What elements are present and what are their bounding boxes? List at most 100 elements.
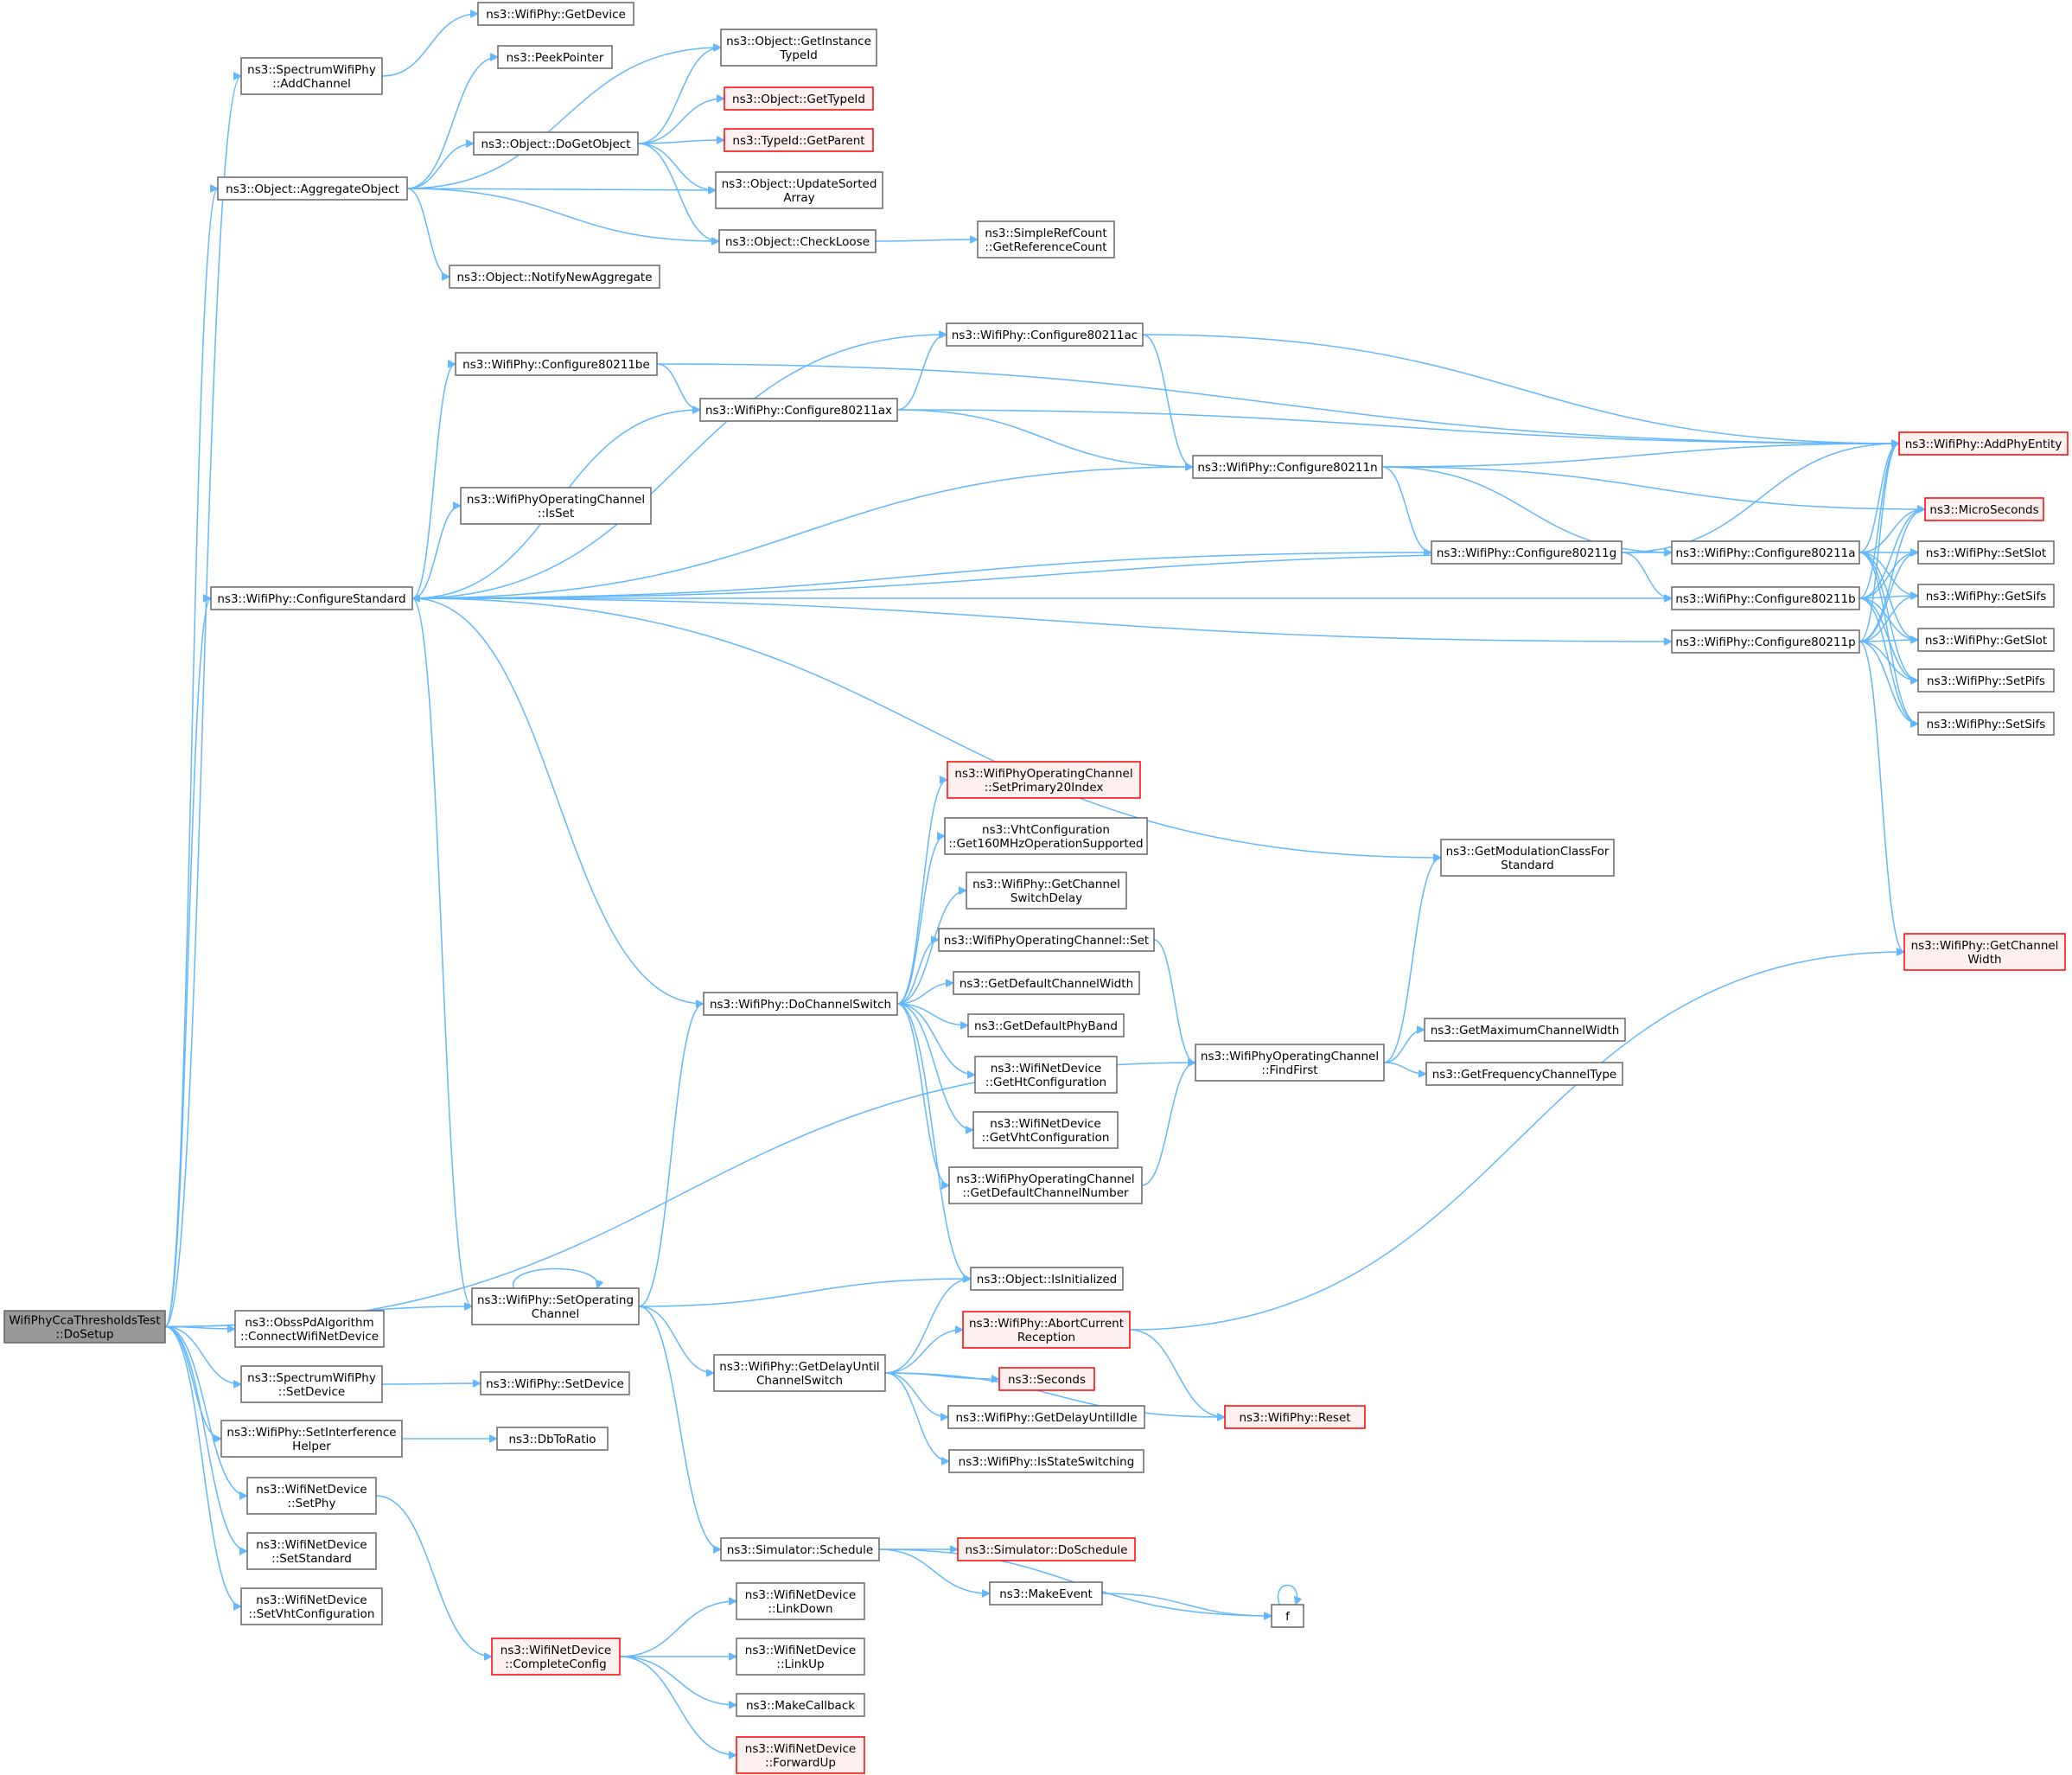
graph-node[interactable]: ns3::WifiNetDevice::GetHtConfiguration	[974, 1056, 1118, 1094]
graph-node[interactable]: ns3::WifiPhyOperatingChannel::GetDefault…	[948, 1166, 1143, 1204]
graph-node[interactable]: ns3::WifiPhy::GetDevice	[477, 2, 634, 26]
graph-node[interactable]: ns3::WifiNetDevice::CompleteConfig	[491, 1638, 621, 1676]
edge-n3-n10	[406, 188, 719, 241]
node-box	[1917, 540, 2055, 565]
graph-node[interactable]: ns3::WifiPhy::Configure80211p	[1671, 629, 1860, 654]
edge-n23-n28	[1858, 597, 1919, 680]
edge-n62-n63	[1101, 1593, 1272, 1616]
node-box	[948, 1449, 1144, 1473]
graph-node[interactable]: ns3::WifiPhy::AddPhyEntity	[1898, 431, 2069, 456]
graph-node[interactable]: ns3::WifiPhyOperatingChannel::FindFirst	[1195, 1044, 1385, 1082]
graph-node[interactable]: ns3::WifiPhy::Configure80211b	[1671, 586, 1860, 610]
node-label: ns3::PeekPointer	[507, 51, 604, 65]
graph-node[interactable]: ns3::WifiPhy::IsStateSwitching	[948, 1449, 1144, 1473]
graph-node[interactable]: ns3::Simulator::Schedule	[720, 1537, 880, 1561]
node-box	[1425, 1062, 1623, 1086]
graph-node[interactable]: ns3::Object::AggregateObject	[217, 176, 408, 201]
graph-node[interactable]: ns3::GetDefaultPhyBand	[967, 1013, 1125, 1038]
node-box	[240, 57, 383, 95]
graph-node[interactable]: ns3::Simulator::DoSchedule	[957, 1537, 1136, 1561]
node-label: ns3::WifiPhy::IsStateSwitching	[959, 1455, 1135, 1469]
graph-node[interactable]: ns3::WifiNetDevice::SetPhy	[246, 1477, 377, 1515]
graph-node[interactable]: ns3::WifiPhy::Configure80211ax	[699, 398, 898, 422]
graph-node[interactable]: ns3::WifiPhy::GetSifs	[1917, 584, 2055, 608]
graph-node[interactable]: ns3::WifiPhy::SetDevice	[480, 1371, 630, 1395]
graph-node[interactable]: ns3::WifiPhy::Configure80211be	[455, 352, 658, 376]
graph-node[interactable]: ns3::WifiPhy::Configure80211ac	[946, 322, 1144, 347]
graph-node[interactable]: ns3::WifiPhyOperatingChannel::Set	[938, 928, 1155, 952]
edge-n22-n20	[1858, 509, 1925, 553]
node-label: ns3::Object::DoGetObject	[481, 137, 630, 151]
graph-node[interactable]: ns3::WifiPhyOperatingChannel::IsSet	[460, 487, 652, 525]
graph-node[interactable]: ns3::GetDefaultChannelWidth	[953, 971, 1140, 995]
graph-node[interactable]: ns3::WifiPhy::SetSlot	[1917, 540, 2055, 565]
graph-node[interactable]: ns3::Object::GetTypeId	[724, 86, 874, 111]
graph-node[interactable]: ns3::MicroSeconds	[1924, 497, 2044, 521]
node-label: ns3::MakeCallback	[746, 1699, 855, 1713]
graph-node[interactable]: ns3::DbToRatio	[496, 1427, 609, 1451]
edge-n3-n9	[406, 188, 716, 190]
graph-node[interactable]: ns3::Object::IsInitialized	[970, 1267, 1124, 1291]
node-label: ns3::WifiPhy::GetChannel	[972, 878, 1120, 891]
node-label: ChannelSwitch	[756, 1374, 843, 1388]
node-label: ns3::WifiPhyOperatingChannel	[954, 767, 1132, 781]
node-box	[713, 1354, 886, 1392]
graph-node[interactable]: ns3::Seconds	[998, 1367, 1095, 1391]
node-box	[972, 1111, 1119, 1149]
graph-node[interactable]: ns3::WifiNetDevice::LinkUp	[736, 1638, 865, 1676]
graph-node[interactable]: ns3::WifiNetDevice::LinkDown	[736, 1582, 865, 1620]
graph-node[interactable]: ns3::WifiNetDevice::SetStandard	[246, 1532, 377, 1570]
node-label: ns3::Simulator::Schedule	[727, 1543, 873, 1557]
graph-node[interactable]: f	[1271, 1604, 1304, 1628]
node-box	[491, 1638, 621, 1676]
graph-node[interactable]: ns3::WifiPhy::Configure80211g	[1431, 540, 1623, 565]
graph-node[interactable]: ns3::WifiPhy::ConfigureStandard	[210, 586, 413, 610]
graph-node[interactable]: ns3::WifiPhy::GetDelayUntilIdle	[947, 1405, 1145, 1429]
graph-node[interactable]: ns3::WifiPhyOperatingChannel::SetPrimary…	[947, 761, 1141, 799]
graph-node[interactable]: ns3::Object::DoGetObject	[473, 131, 639, 156]
graph-node[interactable]: ns3::GetMaximumChannelWidth	[1424, 1018, 1626, 1042]
node-box	[217, 176, 408, 201]
node-box	[234, 1310, 385, 1348]
node-box	[970, 1267, 1124, 1291]
edge-n13-n16	[411, 467, 1193, 599]
graph-node[interactable]: ns3::ObssPdAlgorithm::ConnectWifiNetDevi…	[234, 1310, 385, 1348]
graph-node[interactable]: ns3::WifiPhy::GetSlot	[1917, 628, 2055, 652]
graph-node[interactable]: ns3::WifiPhy::Configure80211a	[1671, 540, 1860, 565]
node-box	[1898, 431, 2069, 456]
graph-node[interactable]: ns3::MakeCallback	[736, 1693, 865, 1717]
graph-node[interactable]: ns3::Object::NotifyNewAggregate	[449, 265, 660, 289]
graph-node[interactable]: ns3::WifiNetDevice::GetVhtConfiguration	[972, 1111, 1119, 1149]
graph-node[interactable]: ns3::GetFrequencyChannelType	[1425, 1062, 1623, 1086]
graph-node[interactable]: ns3::WifiPhy::DoChannelSwitch	[703, 992, 898, 1016]
graph-node[interactable]: ns3::VhtConfiguration::Get160MHzOperatio…	[944, 817, 1148, 855]
edge-root-n3	[164, 188, 219, 1328]
graph-node[interactable]: ns3::WifiPhy::Configure80211n	[1192, 455, 1383, 479]
graph-node[interactable]: ns3::TypeId::GetParent	[724, 128, 874, 152]
graph-node[interactable]: ns3::WifiPhy::Reset	[1224, 1405, 1366, 1429]
graph-node[interactable]: ns3::WifiPhy::SetSifs	[1917, 712, 2055, 736]
graph-node[interactable]: ns3::SpectrumWifiPhy::AddChannel	[240, 57, 383, 95]
graph-node[interactable]: ns3::WifiPhy::SetPifs	[1917, 668, 2055, 693]
graph-node[interactable]: ns3::SpectrumWifiPhy::SetDevice	[240, 1365, 383, 1403]
node-label: Array	[783, 191, 814, 205]
graph-node[interactable]: ns3::WifiNetDevice::ForwardUp	[736, 1736, 865, 1774]
graph-node[interactable]: ns3::WifiNetDevice::SetVhtConfiguration	[240, 1587, 383, 1625]
node-label: ns3::WifiPhy::GetSlot	[1925, 634, 2047, 648]
edge-n36-n35	[896, 940, 940, 1005]
graph-node[interactable]: ns3::PeekPointer	[497, 45, 613, 69]
edge-n66-n68	[619, 1656, 736, 1705]
root-node[interactable]: WifiPhyCcaThresholdsTest::DoSetup	[3, 1310, 166, 1344]
graph-node[interactable]: ns3::MakeEvent	[989, 1581, 1103, 1606]
graph-node[interactable]: ns3::SimpleRefCount::GetReferenceCount	[977, 220, 1115, 259]
graph-node[interactable]: ns3::Object::CheckLoose	[718, 229, 877, 253]
